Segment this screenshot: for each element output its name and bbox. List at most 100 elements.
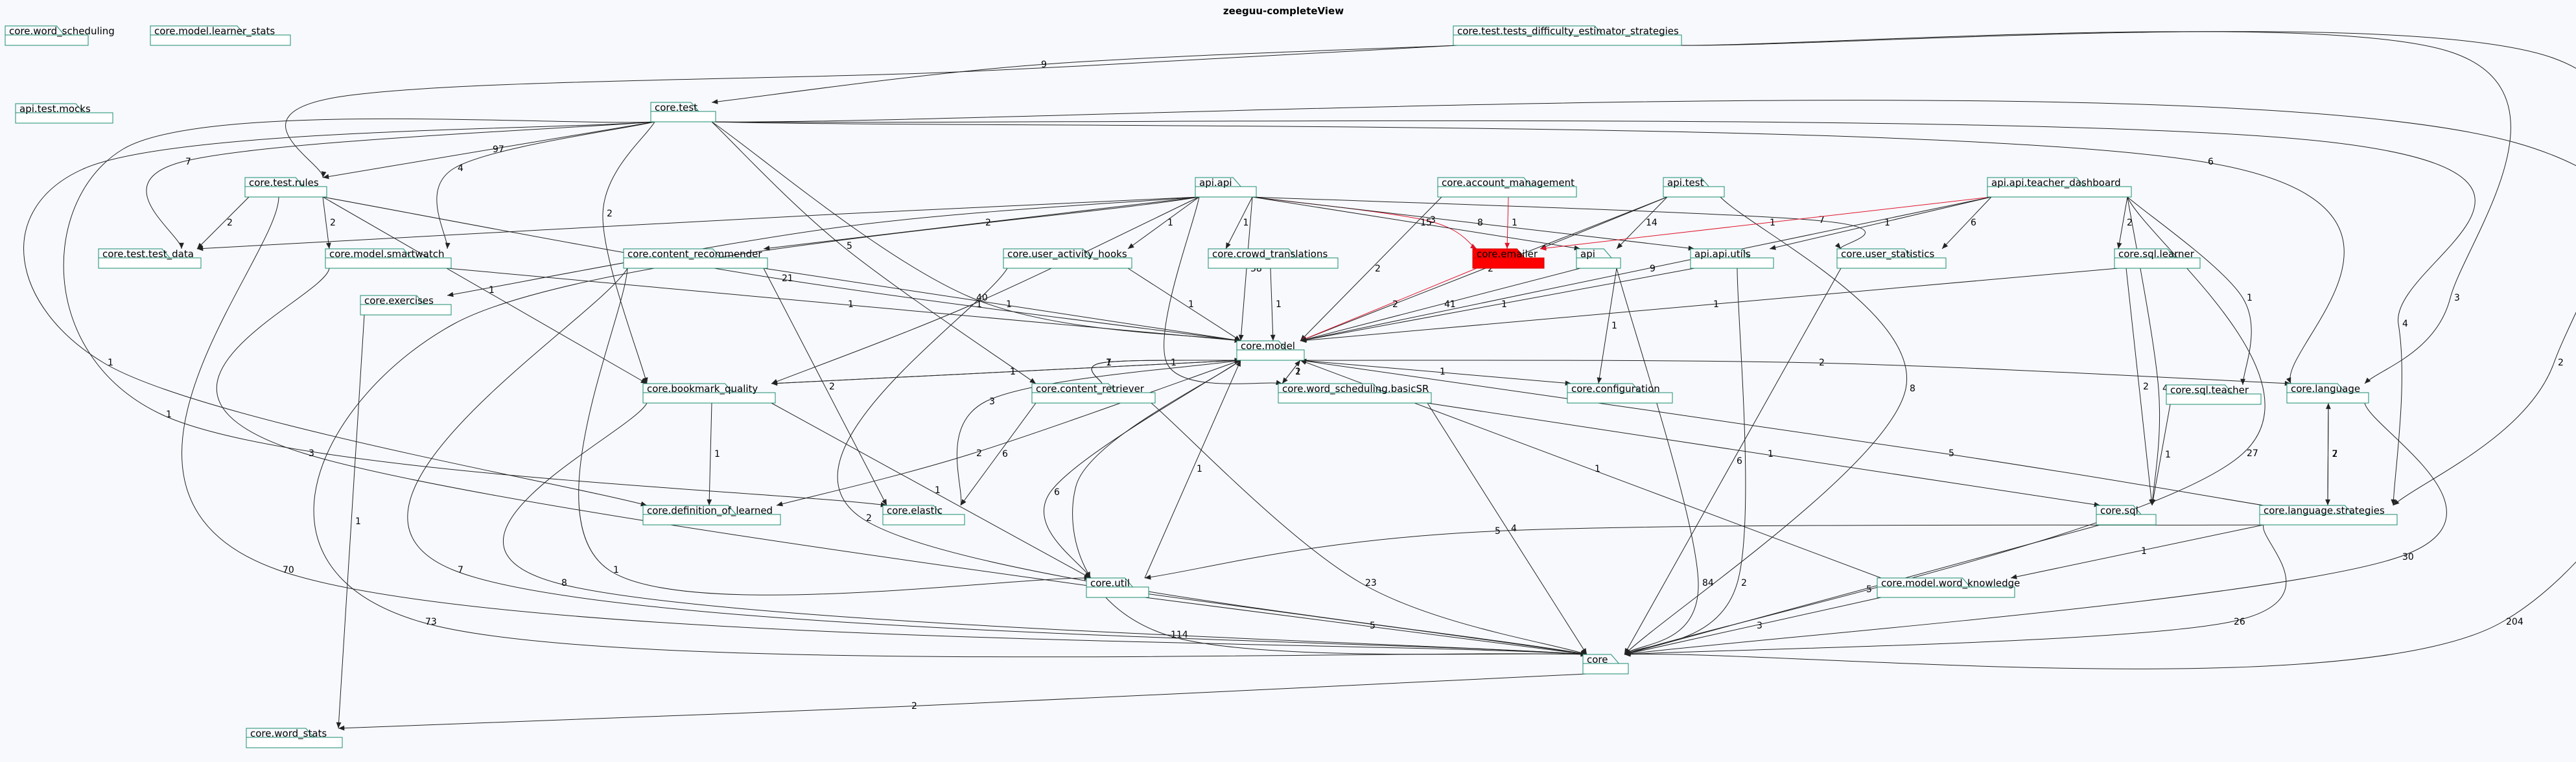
edge-line [1624,524,2101,655]
package-body [1236,349,1305,361]
edge-count-label: 9 [1650,264,1656,274]
package-node[interactable]: api.api.utils [1690,248,1774,269]
edge-line [711,45,1458,103]
package-node[interactable]: core.word_scheduling [5,25,115,46]
package-node[interactable]: core.crowd_translations [1208,248,1339,269]
package-node[interactable]: core.content_recommender [623,248,768,269]
package-node[interactable]: api.api [1195,177,1257,198]
package-label: core.model [1241,340,1295,352]
package-node[interactable]: core.configuration [1567,383,1673,404]
package-node[interactable]: core.language.strategies [2259,505,2398,525]
package-node[interactable]: core.sql [2096,505,2157,525]
package-node[interactable]: core.model.learner_stats [150,25,291,46]
dependency-edge: 2 [338,673,1587,731]
edge-arrowhead [1688,246,1694,251]
edge-line [763,268,1241,341]
edge-arrowhead [1624,651,1631,656]
edge-arrowhead [1565,380,1571,386]
dependency-edge: 1 [1270,268,1282,341]
edge-arrowhead [2365,377,2371,384]
package-body [2166,393,2262,405]
edge-arrowhead [1270,334,1276,341]
dependency-edge: 1 [1225,196,1253,249]
package-node[interactable]: core.test.rules [244,177,327,198]
dependency-edge: 2 [1677,31,2576,506]
edge-line [2010,524,2264,579]
package-node[interactable]: core.content_retriever [1031,383,1156,404]
edge-arrowhead [1235,360,1241,367]
edge-line [338,673,1587,729]
edge-arrowhead [179,242,184,249]
package-node[interactable]: core.word_scheduling.basicSR [1278,383,1432,404]
package-node[interactable]: core.model.word_knowledge [1877,577,2020,598]
edge-count-label: 204 [2506,617,2523,627]
edge-arrowhead [707,499,712,505]
edge-count-label: 2 [2127,218,2133,228]
package-node[interactable]: api [1576,248,1621,269]
edge-count-label: 2 [330,218,336,228]
edge-arrowhead [1540,246,1547,251]
edge-line [1677,31,2511,384]
package-node[interactable]: core.bookmark_quality [642,383,776,404]
edge-count-label: 3 [1430,215,1436,225]
package-node[interactable]: core.exercises [360,295,452,316]
edge-line [1616,268,1699,655]
dependency-edge [196,196,1200,251]
edge-line [322,121,655,178]
package-node[interactable]: core.user_statistics [1836,248,1947,269]
package-node[interactable]: core.user_activity_hooks [1003,248,1132,269]
package-label: core.content_recommender [627,248,762,260]
package-body [1663,186,1725,198]
package-label: core.user_activity_hooks [1007,248,1127,260]
dependency-edge: 1 [1300,268,2119,343]
package-node[interactable]: core.emailer [1472,248,1545,269]
edge-arrowhead [197,246,204,251]
package-node[interactable]: api.test [1663,177,1725,198]
edge-arrowhead [1300,338,1307,343]
edge-line [1300,360,2291,384]
edge-count-label: 9 [1041,60,1047,70]
package-node[interactable]: core.word_stats [246,728,343,748]
edge-arrowhead [642,377,648,384]
package-node[interactable]: core [1582,654,1629,675]
edge-arrowhead [1300,360,1307,365]
package-node[interactable]: core.sql.teacher [2166,384,2262,405]
package-node[interactable]: core.sql.learner [2114,248,2201,269]
edge-count-label: 2 [1741,578,1747,588]
package-node[interactable]: core.test [650,102,716,122]
package-node[interactable]: core.account_management [1437,177,1577,198]
edge-count-label: 2 [1392,299,1398,310]
edge-count-label: 2 [1488,264,1493,274]
package-body [15,112,113,124]
dependency-edge: 6 [1941,196,1992,249]
edge-count-label: 1 [1106,358,1112,368]
package-node[interactable]: core.definition_of_learned [642,505,781,525]
edge-line [313,196,1587,658]
dependency-edge: 6 [960,402,1036,506]
package-node[interactable]: core.test.tests_difficulty_estimator_str… [1453,25,1682,46]
edge-count-label: 1 [166,410,172,420]
package-node[interactable]: core.model [1236,340,1305,361]
edge-count-label: 2 [1819,358,1825,368]
edge-count-label: 3 [1757,621,1762,631]
package-label: core.account_management [1442,177,1575,189]
package-node[interactable]: api.api.teacher_dashboard [1987,177,2132,198]
edge-count-label: 4 [2402,319,2408,329]
package-node[interactable]: core.util [1086,577,1149,598]
edge-count-label: 7 [185,157,191,167]
edge-line [1270,268,1274,341]
edge-count-label: 1 [976,299,982,310]
package-node[interactable]: core.model.smartwatch [325,248,452,269]
package-node[interactable]: core.test.test_data [98,248,202,269]
edge-line [711,121,2345,384]
package-node[interactable]: core.language [2286,383,2369,404]
edge-line [1624,524,2287,655]
package-body [642,514,781,525]
edge-line [711,120,2476,506]
edge-count-label: 1 [1010,367,1016,377]
package-label: core.bookmark_quality [647,383,758,395]
dependency-edge: 2 [196,196,250,249]
package-node[interactable]: core.elastic [882,505,965,525]
package-body [325,257,452,269]
package-node[interactable]: api.test.mocks [15,103,113,124]
